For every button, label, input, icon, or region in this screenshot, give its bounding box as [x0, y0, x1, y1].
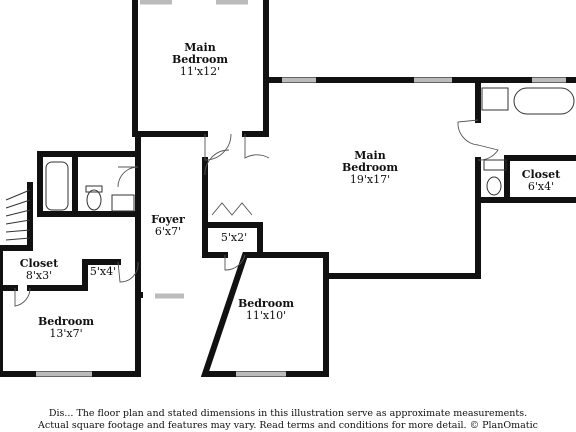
room-closet-small: 5'x2' [212, 232, 256, 244]
room-size: 11'x12' [179, 65, 221, 78]
room-main-bedroom-upper: Main Bedroom 11'x12' [160, 42, 240, 78]
door-swing [477, 144, 499, 161]
room-name: Closet [19, 257, 59, 270]
stairs [5, 189, 31, 241]
room-main-bedroom: Main Bedroom 19'x17' [330, 150, 410, 186]
disclaimer-line-1: Dis... The floor plan and stated dimensi… [48, 408, 528, 419]
wall-bedroom-middle [200, 252, 329, 377]
sink [111, 194, 135, 212]
toilet-tank [85, 185, 103, 193]
room-size: 19'x17' [349, 173, 391, 186]
wall-foyer-left [135, 131, 143, 298]
room-name: Bedroom [237, 297, 295, 310]
room-name: Bedroom [37, 315, 95, 328]
door-swing [14, 287, 31, 307]
door-swing [224, 254, 246, 271]
room-hall-closet: 5'x4' [84, 266, 122, 278]
toilet-bath [486, 176, 502, 196]
door-swing [457, 119, 479, 146]
room-foyer: Foyer 6'x7' [143, 214, 193, 238]
door-swing [117, 166, 139, 188]
room-name: Closet [521, 168, 561, 181]
room-name: Main Bedroom [171, 41, 229, 66]
door-swing [204, 149, 230, 176]
disclaimer-line-2: Actual square footage and features may v… [38, 420, 538, 431]
room-closet-left: Closet 8'x3' [8, 258, 70, 282]
bathtub-freestanding [513, 87, 575, 115]
room-closet-right: Closet 6'x4' [512, 169, 570, 193]
vanity [483, 159, 507, 171]
room-size: 5'x4' [89, 265, 117, 278]
room-size: 6'x7' [154, 225, 182, 238]
bifold-door [211, 202, 253, 216]
room-size: 5'x2' [220, 231, 248, 244]
room-size: 8'x3' [25, 269, 53, 282]
door-swing [204, 133, 232, 161]
wall-bath [37, 151, 141, 217]
room-bedroom-middle: Bedroom 11'x10' [226, 298, 306, 322]
room-name: Foyer [151, 213, 185, 226]
toilet [86, 189, 102, 211]
room-size: 6'x4' [527, 180, 555, 193]
room-size: 11'x10' [245, 309, 287, 322]
room-bedroom-left: Bedroom 13'x7' [26, 316, 106, 340]
room-name: Main Bedroom [341, 149, 399, 174]
shower [481, 87, 509, 111]
door-swing [244, 134, 270, 159]
room-size: 13'x7' [49, 327, 83, 340]
tub [45, 161, 69, 211]
door-swing [117, 261, 139, 283]
wall-closet-small [202, 222, 263, 258]
